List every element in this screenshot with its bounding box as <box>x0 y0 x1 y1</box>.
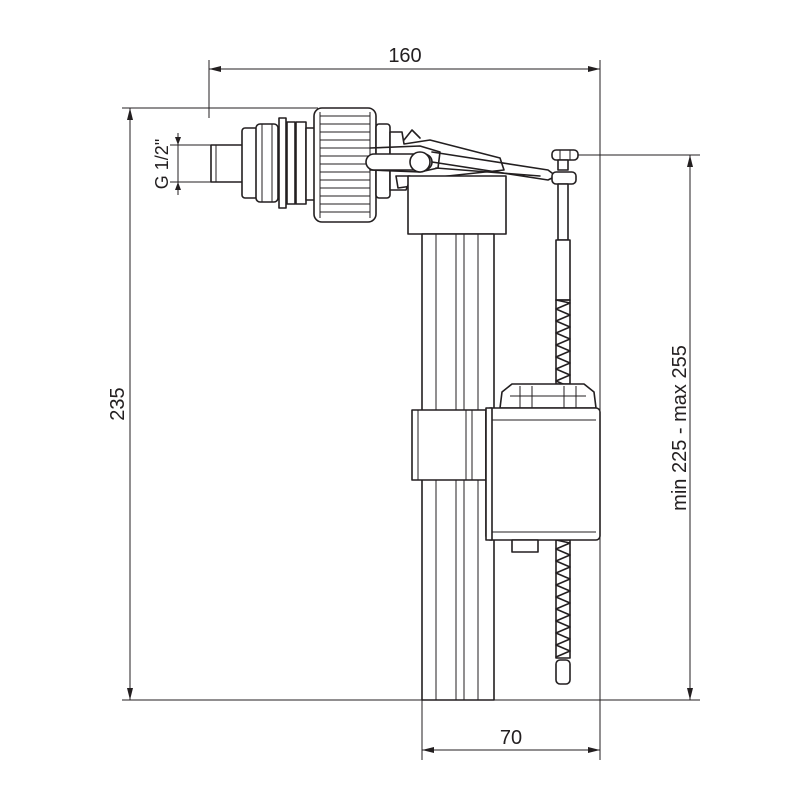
float-rod <box>555 183 571 685</box>
dim-thread: G 1/2" <box>152 139 172 189</box>
float <box>485 383 601 553</box>
rod-thread <box>555 539 571 658</box>
inlet-connector <box>210 117 317 209</box>
dimension-lines <box>122 60 700 760</box>
dim-height-range: min 225 - max 255 <box>669 345 691 511</box>
knurled-nut <box>313 107 391 223</box>
rod-thread <box>555 299 571 388</box>
valve-body-upper <box>407 175 507 235</box>
dim-height-total: 235 <box>107 387 129 420</box>
adjustment-screw-head <box>551 149 579 185</box>
height-clip <box>411 409 487 481</box>
dim-base-width: 70 <box>500 727 522 749</box>
float-guide <box>485 407 493 541</box>
dim-width-total: 160 <box>388 45 421 67</box>
